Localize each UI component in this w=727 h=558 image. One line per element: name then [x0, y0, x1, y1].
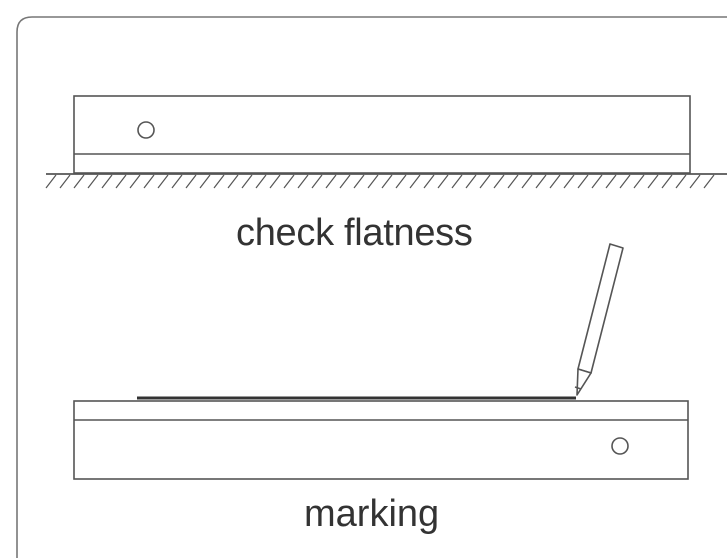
pencil-icon: [574, 243, 624, 396]
hatch-mark: [171, 174, 183, 189]
hatch-mark: [647, 174, 659, 189]
hatch-mark: [409, 174, 421, 189]
hatch-mark: [451, 174, 463, 189]
hatch-mark: [311, 174, 323, 189]
hatch-mark: [591, 174, 603, 189]
hatch-mark: [199, 174, 211, 189]
hatch-mark: [353, 174, 365, 189]
straightedge-bottom-hole: [611, 437, 629, 455]
hatch-mark: [269, 174, 281, 189]
straightedge-bottom-body: [73, 400, 689, 480]
hatch-mark: [73, 174, 85, 189]
caption-marking: marking: [304, 493, 440, 535]
hatch-mark: [367, 174, 379, 189]
straightedge-top-body: [73, 95, 691, 174]
hatch-mark: [381, 174, 393, 189]
hatch-mark: [661, 174, 673, 189]
hatch-mark: [619, 174, 631, 189]
hatch-mark: [325, 174, 337, 189]
hatch-mark: [563, 174, 575, 189]
diagram-frame: [16, 16, 727, 558]
hatch-mark: [479, 174, 491, 189]
hatch-mark: [115, 174, 127, 189]
hatch-mark: [507, 174, 519, 189]
hatch-mark: [255, 174, 267, 189]
hatch-mark: [241, 174, 253, 189]
hatch-mark: [521, 174, 533, 189]
straightedge-top: [73, 95, 691, 174]
hatch-mark: [213, 174, 225, 189]
hatch-mark: [157, 174, 169, 189]
hatch-mark: [535, 174, 547, 189]
hatch-mark: [143, 174, 155, 189]
hatch-mark: [689, 174, 701, 189]
hatch-mark: [283, 174, 295, 189]
hatch-mark: [437, 174, 449, 189]
hatch-mark: [59, 174, 71, 189]
straightedge-top-hole: [137, 121, 155, 139]
hatch-mark: [45, 174, 57, 189]
surface-hatching: [45, 174, 715, 189]
hatch-mark: [227, 174, 239, 189]
hatch-mark: [87, 174, 99, 189]
hatch-mark: [339, 174, 351, 189]
hatch-mark: [185, 174, 197, 189]
hatch-mark: [605, 174, 617, 189]
pencil-tip: [576, 368, 592, 396]
hatch-mark: [675, 174, 687, 189]
pencil-tip-lead: [574, 386, 582, 390]
hatch-mark: [493, 174, 505, 189]
hatch-mark: [423, 174, 435, 189]
reference-surface: [45, 173, 727, 189]
hatch-mark: [549, 174, 561, 189]
hatch-mark: [633, 174, 645, 189]
hatch-mark: [297, 174, 309, 189]
hatch-mark: [577, 174, 589, 189]
hatch-mark: [129, 174, 141, 189]
hatch-mark: [395, 174, 407, 189]
pencil-body: [577, 243, 624, 374]
hatch-mark: [703, 174, 715, 189]
caption-check-flatness: check flatness: [236, 212, 473, 254]
straightedge-bottom: [73, 400, 689, 480]
hatch-mark: [101, 174, 113, 189]
hatch-mark: [465, 174, 477, 189]
